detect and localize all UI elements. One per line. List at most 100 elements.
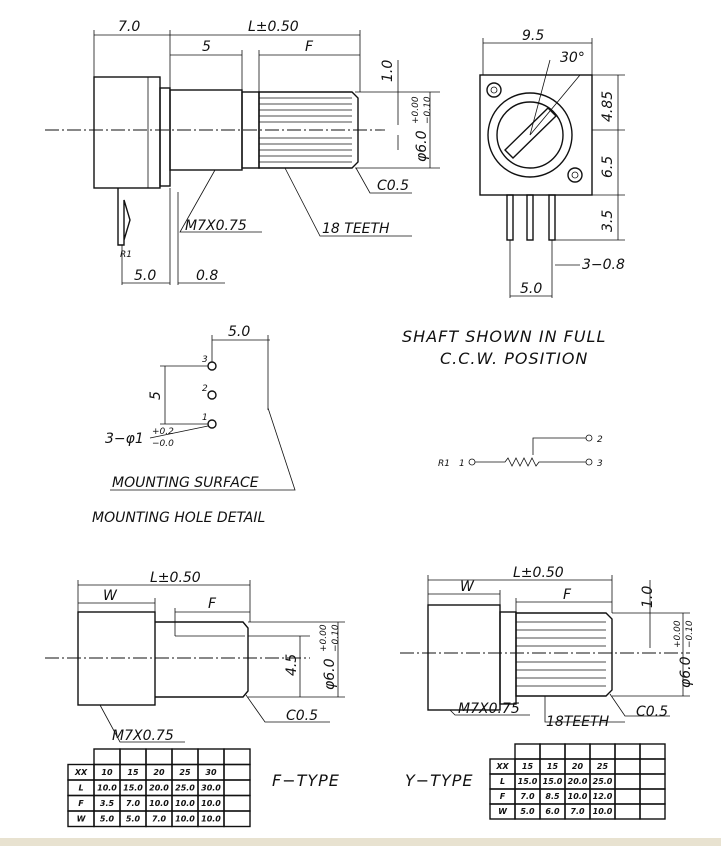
schematic-pin-2: 2	[597, 435, 603, 445]
table-header-cell	[223, 748, 251, 766]
table-cell: 12.0	[593, 792, 613, 801]
dim-offset: 0.8	[196, 268, 218, 284]
y-dim-tol-upper: +0.00	[673, 620, 683, 648]
y-dim-flat: 1.0	[640, 586, 656, 608]
table-row-header: L	[78, 784, 83, 793]
schematic-label: R1	[438, 459, 450, 469]
y-dim-diameter: φ6.0	[678, 656, 694, 688]
table-cell: 3.5	[100, 799, 115, 808]
dim-pins: 3−0.8	[582, 257, 625, 273]
table-header-cell	[93, 748, 121, 766]
dim-bushing: 5	[202, 39, 211, 55]
table-cell: 6.0	[545, 807, 560, 816]
schematic-pin-3: 3	[597, 459, 603, 469]
table-header-cell	[145, 748, 173, 766]
table-cell-border	[639, 773, 666, 790]
f-dim-f: F	[208, 596, 217, 612]
f-dim-tol-lower: −0.10	[331, 624, 341, 652]
table-cell: 10.0	[593, 807, 613, 816]
dim-flat: 1.0	[380, 60, 396, 82]
pin-label-3: 3	[202, 355, 208, 365]
table-cell-border	[614, 773, 641, 790]
table-header-cell	[119, 748, 147, 766]
table-cell: 30.0	[201, 784, 221, 793]
dim-diameter-tol-upper: +0.00	[411, 96, 421, 124]
table-cell: 5.0	[126, 815, 141, 824]
table-cell: 15.0	[518, 777, 538, 786]
dim-lower: 3.5	[600, 210, 616, 232]
y-chamfer: C0.5	[636, 704, 668, 720]
table-header-cell	[514, 743, 541, 760]
table-cell: 5.0	[100, 815, 115, 824]
table-cell-border	[639, 788, 666, 805]
table-cell: 15	[522, 762, 534, 771]
angle-label: 30°	[560, 50, 585, 66]
table-header-cell	[539, 743, 566, 760]
dim-body-length: 7.0	[118, 19, 140, 35]
table-cell: 25.0	[593, 777, 613, 786]
table-cell-border	[614, 788, 641, 805]
dim-pin: 5.0	[134, 268, 156, 284]
f-dim-length: L±0.50	[150, 570, 201, 586]
knurl-lines	[259, 97, 352, 163]
table-cell: 25	[179, 768, 191, 777]
table-cell: 7.0	[126, 799, 141, 808]
table-row-header: XX	[495, 762, 509, 771]
table-cell: 10.0	[175, 799, 195, 808]
table-header-cell	[564, 743, 591, 760]
table-row-header: XX	[74, 768, 88, 777]
table-header-cell	[589, 743, 616, 760]
table-cell-border	[223, 810, 251, 828]
y-type-view: L±0.50 W F 1.0 φ6.0 +0.00 −0.10 M7X0.75 …	[400, 565, 695, 820]
y-teeth: 18TEETH	[546, 714, 610, 730]
table-cell: 10.0	[97, 784, 117, 793]
terminal-label: R1	[120, 250, 132, 260]
front-view: 9.5 30° 4.85 6.5 3.5 3−0.8 5.0	[479, 28, 625, 298]
table-cell: 20.0	[568, 777, 588, 786]
dim-mid: 6.5	[600, 156, 616, 178]
table-cell: 10.0	[175, 815, 195, 824]
dim-knurl: F	[305, 39, 314, 55]
table-header-cell	[614, 743, 641, 760]
table-cell: 15	[547, 762, 559, 771]
dim-width: 9.5	[522, 28, 544, 44]
y-dim-length: L±0.50	[513, 565, 564, 581]
note-line-1: SHAFT SHOWN IN FULL	[402, 327, 606, 346]
f-chamfer: C0.5	[286, 708, 318, 724]
table-cell-border	[639, 803, 666, 820]
dim-diameter: φ6.0	[414, 130, 430, 162]
table-cell: 10	[101, 768, 113, 777]
table-cell: 7.0	[520, 792, 535, 801]
schematic: R1 1 2 3	[438, 434, 603, 469]
side-view: 7.0 L±0.50 5 F 1.0 φ6.0 +0.00 −0.10 C0.5…	[45, 19, 440, 285]
y-thread: M7X0.75	[458, 701, 520, 717]
table-cell: 15.0	[123, 784, 143, 793]
f-thread: M7X0.75	[112, 728, 174, 744]
table-row-header: L	[500, 777, 505, 786]
table-cell: 15.0	[543, 777, 563, 786]
pin-label-1: 1	[202, 413, 208, 423]
table-cell: 8.5	[545, 792, 560, 801]
schematic-pin-1: 1	[459, 459, 465, 469]
table-cell: 7.0	[570, 807, 585, 816]
f-dim-flat: 4.5	[284, 654, 300, 676]
table-header-cell	[197, 748, 225, 766]
table-row-header: F	[500, 792, 506, 801]
dim-pitch: 5.0	[520, 281, 542, 297]
f-type-view: L±0.50 W F 4.5 φ6.0 +0.00 −0.10 C0.5 M7X…	[45, 570, 345, 828]
f-dim-w: W	[103, 588, 118, 604]
table-cell: 20.0	[149, 784, 169, 793]
table-row-header: F	[78, 799, 84, 808]
y-dim-tol-lower: −0.10	[685, 620, 695, 648]
table-cell-border	[614, 803, 641, 820]
table-cell-border	[223, 794, 251, 812]
table-cell-border	[223, 779, 251, 797]
y-dim-f: F	[563, 587, 572, 603]
table-cell: 5.0	[520, 807, 535, 816]
table-cell: 30	[205, 768, 217, 777]
table-cell: 7.0	[152, 815, 167, 824]
chamfer-label: C0.5	[377, 178, 409, 194]
table-header-cell	[639, 743, 666, 760]
